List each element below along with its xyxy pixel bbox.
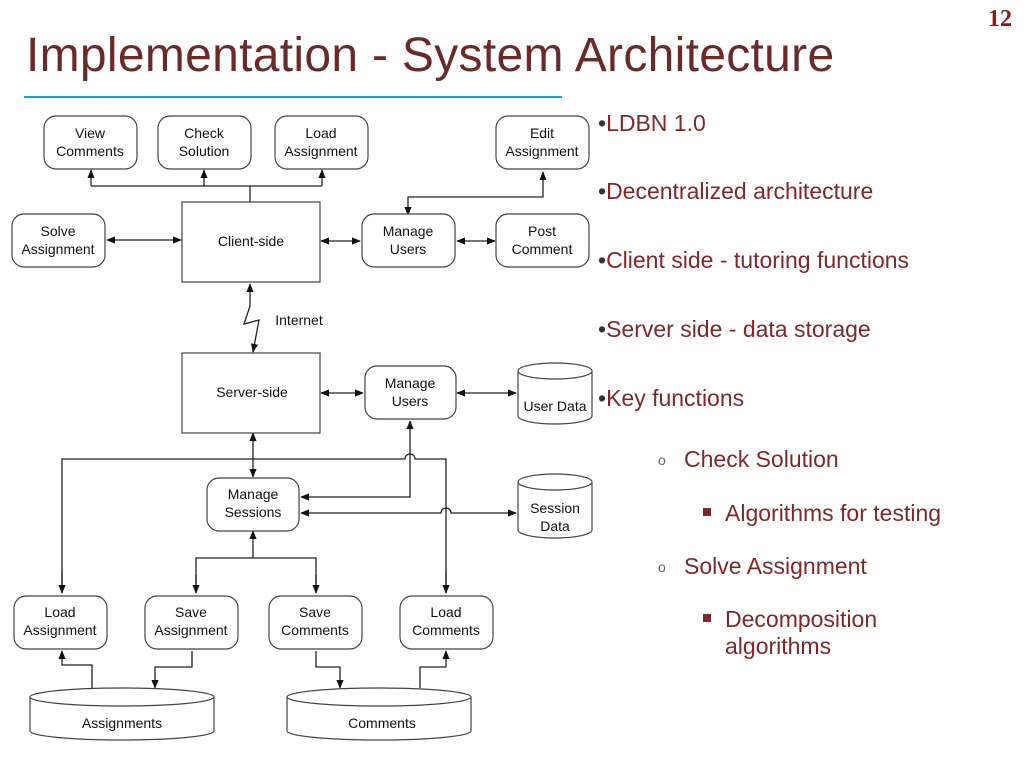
square-bullet-icon — [703, 614, 711, 622]
load-assignment-bottom-label-1: Load — [44, 604, 75, 620]
solve-assignment-label-2: Assignment — [21, 241, 94, 257]
user-data-store — [517, 362, 593, 425]
sub-sub-bullet-decomposition-line2: algorithms — [725, 633, 832, 659]
session-data-store — [517, 473, 593, 539]
comments-store — [286, 687, 472, 741]
title-underline — [24, 96, 562, 98]
slide-title: Implementation - System Architecture — [26, 29, 835, 82]
assignments-label: Assignments — [82, 715, 162, 731]
session-data-label-2: Data — [540, 518, 570, 534]
user-data-label: User Data — [523, 398, 586, 414]
bullet-ldbn: •LDBN 1.0 — [598, 110, 706, 136]
sub-sub-bullet-decomposition-line1: Decomposition — [725, 606, 878, 632]
architecture-diagram: View Comments Check Solution Load Assign… — [11, 115, 593, 741]
sub-bullet-check-solution: o Check Solution — [658, 446, 839, 473]
manage-sessions-label-1: Manage — [228, 486, 279, 502]
sub-bullet-solve-assignment: o Solve Assignment — [658, 553, 867, 580]
load-comments-label-2: Comments — [412, 622, 480, 638]
internet-label: Internet — [275, 312, 323, 328]
check-solution-label-1: Check — [184, 125, 225, 141]
manage-sessions-label-2: Sessions — [225, 504, 282, 520]
manage-users-client-label-1: Manage — [383, 223, 434, 239]
load-comments-label-1: Load — [430, 604, 461, 620]
sub-sub-bullet-algorithms-testing-text: Algorithms for testing — [725, 500, 942, 526]
circle-bullet-icon: o — [658, 559, 666, 575]
bullet-ldbn-text: LDBN 1.0 — [606, 110, 706, 136]
post-comment-label-1: Post — [528, 223, 556, 239]
view-comments-label-1: View — [75, 125, 106, 141]
load-assignment-top-label-2: Assignment — [284, 143, 357, 159]
square-bullet-icon — [703, 508, 711, 516]
server-side-label: Server-side — [216, 384, 288, 400]
edit-assignment-label-1: Edit — [530, 125, 554, 141]
page-number: 12 — [988, 6, 1012, 32]
check-solution-label-2: Solution — [179, 143, 230, 159]
bullet-decentralized: •Decentralized architecture — [598, 178, 874, 204]
load-assignment-top-label-1: Load — [305, 125, 336, 141]
server-side-node — [181, 352, 321, 434]
sub-sub-bullet-algorithms-testing: Algorithms for testing — [703, 500, 942, 527]
edit-assignment-label-2: Assignment — [505, 143, 578, 159]
bullet-key-functions-text: Key functions — [606, 385, 745, 411]
comments-label: Comments — [348, 715, 416, 731]
post-comment-label-2: Comment — [512, 241, 573, 257]
save-comments-label-2: Comments — [281, 622, 349, 638]
circle-bullet-icon: o — [658, 452, 666, 468]
manage-users-client-node — [361, 213, 456, 268]
bullet-server-side-text: Server side - data storage — [606, 316, 871, 342]
load-assignment-bottom-node — [13, 595, 108, 650]
sub-bullet-check-solution-text: Check Solution — [684, 446, 839, 472]
client-side-node — [181, 201, 321, 283]
bullet-client-side: •Client side - tutoring functions — [598, 247, 910, 273]
save-comments-node — [268, 595, 363, 650]
view-comments-node — [43, 115, 138, 170]
post-comment-node — [495, 213, 590, 268]
client-side-label: Client-side — [218, 233, 284, 249]
save-comments-label-1: Save — [299, 604, 331, 620]
bullet-server-side: •Server side - data storage — [598, 316, 871, 342]
edit-assignment-node — [495, 115, 590, 170]
bullet-client-side-text: Client side - tutoring functions — [606, 247, 910, 273]
assignments-store — [29, 687, 215, 741]
load-assignment-bottom-label-2: Assignment — [23, 622, 96, 638]
load-comments-node — [399, 595, 494, 650]
manage-users-server-label-1: Manage — [385, 375, 436, 391]
manage-users-server-label-2: Users — [392, 393, 429, 409]
bullet-key-functions: •Key functions — [598, 385, 745, 411]
view-comments-label-2: Comments — [56, 143, 124, 159]
manage-sessions-node — [206, 477, 300, 532]
sub-bullet-solve-assignment-text: Solve Assignment — [684, 553, 867, 579]
save-assignment-label-2: Assignment — [154, 622, 227, 638]
save-assignment-node — [144, 595, 239, 650]
load-assignment-top-node — [274, 115, 369, 170]
manage-users-server-node — [364, 365, 457, 420]
solve-assignment-label-1: Solve — [40, 223, 75, 239]
session-data-label-1: Session — [530, 500, 580, 516]
check-solution-node — [157, 115, 252, 170]
solve-assignment-node — [11, 213, 106, 268]
manage-users-client-label-2: Users — [390, 241, 427, 257]
bullet-decentralized-text: Decentralized architecture — [606, 178, 874, 204]
save-assignment-label-1: Save — [175, 604, 207, 620]
